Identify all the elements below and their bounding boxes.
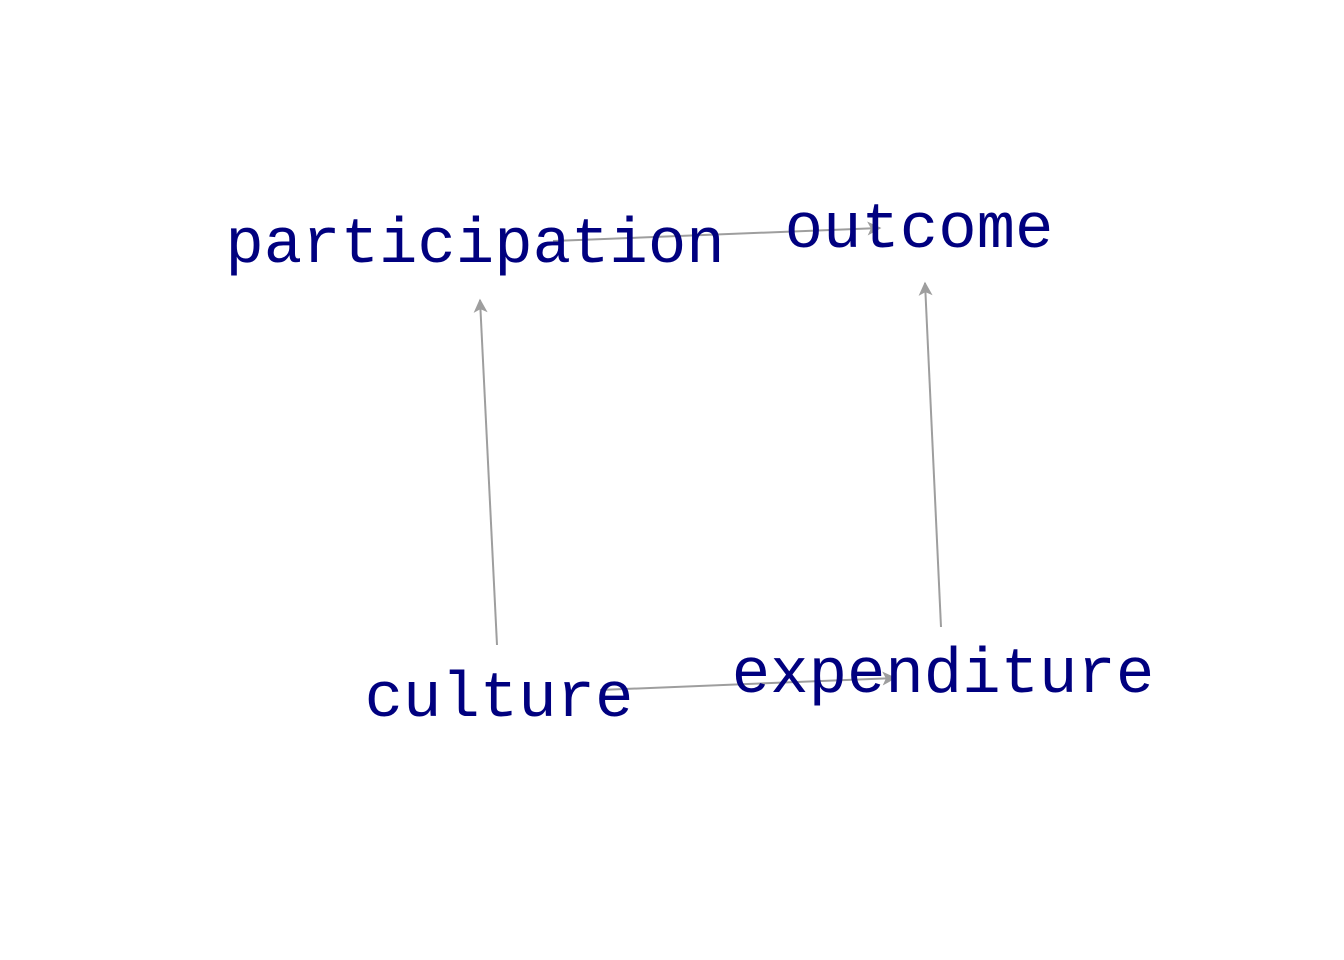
edge-culture-to-expenditure	[599, 671, 897, 691]
edges	[473, 221, 942, 691]
edge-culture-to-participation	[473, 298, 498, 646]
node-expenditure: expenditure	[732, 640, 1154, 712]
edge-participation-to-outcome	[552, 221, 882, 242]
node-outcome: outcome	[785, 195, 1054, 267]
node-culture: culture	[365, 664, 634, 736]
edge-expenditure-to-outcome	[918, 281, 942, 628]
nodes: participation outcome culture expenditur…	[225, 195, 1154, 736]
node-participation: participation	[225, 210, 724, 282]
